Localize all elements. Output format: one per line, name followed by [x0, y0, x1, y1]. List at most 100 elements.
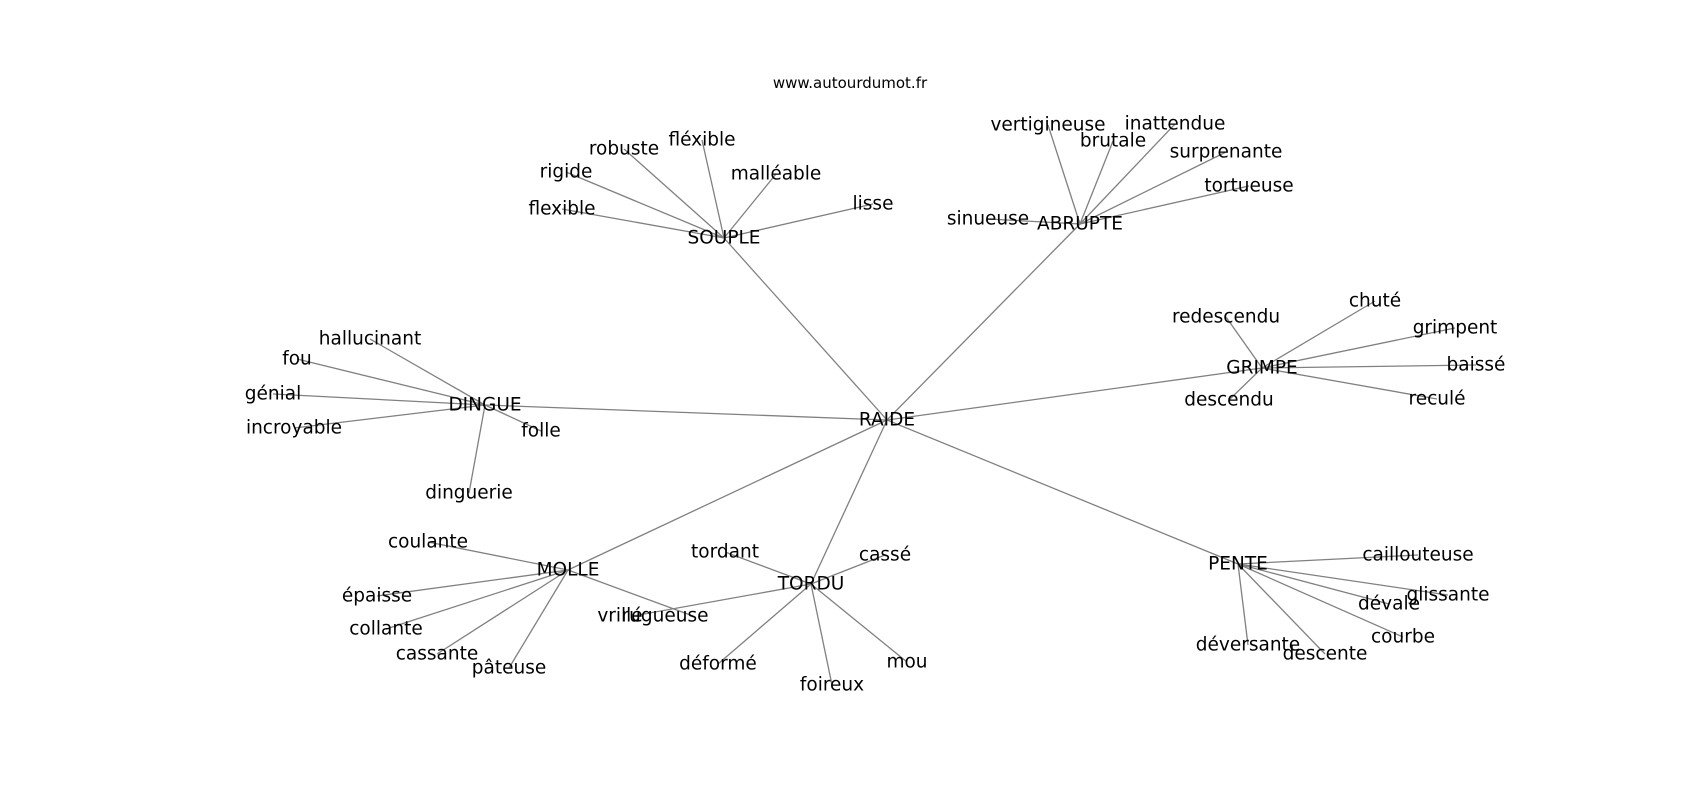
leaf-node-label: coulante: [388, 532, 468, 553]
leaf-node-label: déversante: [1196, 635, 1300, 656]
edge-tordu-leaf: [717, 583, 812, 665]
leaf-node-label: surprenante: [1170, 142, 1283, 163]
leaf-node-label: brutale: [1080, 131, 1146, 152]
edge-root-tordu: [810, 419, 888, 585]
edge-molle-leaf: [508, 569, 569, 669]
edge-root-molle: [567, 419, 888, 571]
edge-abrupte-leaf: [1047, 124, 1081, 225]
edge-abrupte-leaf: [1079, 185, 1250, 225]
hub-node-label: MOLLE: [537, 560, 600, 581]
edge-molle-leaf: [427, 541, 569, 571]
edge-abrupte-leaf: [987, 218, 1081, 225]
leaf-node-label: mou: [886, 652, 927, 673]
leaf-node-label: lisse: [853, 194, 894, 215]
edge-souple-leaf: [565, 171, 725, 239]
leaf-node-label: reculé: [1409, 389, 1466, 410]
edge-molle-leaf: [436, 569, 569, 655]
edge-pente-leaf: [1237, 563, 1249, 646]
leaf-node-label: tortueuse: [1204, 176, 1293, 197]
edge-dingue-leaf: [468, 404, 486, 494]
leaf-node-label: glissante: [1407, 585, 1490, 606]
edge-tordu-leaf: [632, 583, 812, 617]
hub-node-label: SOUPLE: [688, 228, 761, 249]
edge-pente-leaf: [1237, 554, 1419, 565]
leaf-node-label: vertigineuse: [990, 115, 1105, 136]
leaf-node-label: robuste: [589, 139, 659, 160]
leaf-node-label: sinueuse: [947, 209, 1029, 230]
leaf-node-label: vrillé: [597, 606, 642, 627]
leaf-node-label: fléxible: [668, 130, 735, 151]
leaf-node-label: dinguerie: [425, 483, 513, 504]
edge-tordu-leaf: [810, 583, 908, 663]
edge-grimpe-leaf: [1261, 367, 1438, 400]
leaf-node-label: descente: [1283, 644, 1368, 665]
hub-node-label: DINGUE: [448, 395, 521, 416]
leaf-node-label: hallucinant: [319, 329, 421, 350]
leaf-node-label: malléable: [731, 164, 822, 185]
edge-root-grimpe: [886, 367, 1263, 421]
hub-node-label: PENTE: [1208, 554, 1268, 575]
edge-tordu-leaf: [724, 551, 812, 585]
edge-pente-leaf: [1237, 563, 1404, 638]
edge-root-dingue: [484, 404, 888, 421]
edge-root-pente: [886, 419, 1239, 565]
edge-abrupte-leaf: [1079, 123, 1176, 225]
hub-node-label: TORDU: [777, 574, 845, 595]
edge-souple-leaf: [723, 173, 777, 239]
edge-grimpe-leaf: [1261, 300, 1376, 369]
edge-tordu-leaf: [810, 554, 886, 585]
edge-pente-leaf: [1237, 563, 1449, 596]
edge-abrupte-leaf: [1079, 140, 1114, 225]
leaf-node-label: collante: [349, 619, 422, 640]
edge-molle-leaf: [385, 569, 569, 630]
hub-node-label: GRIMPE: [1226, 358, 1297, 379]
leaf-node-label: grimpent: [1413, 318, 1498, 339]
leaf-node-label: pâteuse: [472, 658, 546, 679]
leaf-node-label: cassante: [396, 644, 478, 665]
edge-molle-leaf: [376, 569, 569, 597]
leaf-node-label: rigide: [540, 162, 593, 183]
leaf-node-label: foireux: [800, 675, 864, 696]
edge-pente-leaf: [1237, 563, 1390, 605]
leaf-node-label: génial: [245, 384, 301, 405]
leaf-node-label: incroyable: [246, 418, 342, 439]
edge-grimpe-leaf: [1261, 327, 1456, 369]
edge-abrupte-leaf: [1079, 151, 1227, 225]
edge-dingue-leaf: [484, 404, 542, 432]
edge-souple-leaf: [723, 203, 874, 239]
leaf-node-label: épaisse: [342, 586, 412, 607]
hub-node-label: ABRUPTE: [1037, 214, 1123, 235]
leaf-node-label: chuté: [1349, 291, 1401, 312]
edge-pente-leaf: [1237, 563, 1326, 655]
edge-grimpe-leaf: [1228, 367, 1263, 401]
edge-dingue-leaf: [369, 338, 486, 406]
edge-souple-leaf: [561, 208, 725, 239]
edge-dingue-leaf: [272, 393, 486, 406]
edge-dingue-leaf: [296, 358, 486, 406]
leaf-node-label: tordant: [691, 542, 759, 563]
leaf-node-label: fou: [282, 349, 312, 370]
edge-grimpe-leaf: [1261, 364, 1477, 369]
edge-grimpe-leaf: [1225, 316, 1263, 369]
leaf-node-label: folle: [521, 421, 561, 442]
leaf-node-label: flexible: [528, 199, 595, 220]
leaf-node-label: cassé: [859, 545, 911, 566]
edge-root-abrupte: [886, 223, 1081, 421]
edge-souple-leaf: [701, 139, 725, 239]
graph-edges: [272, 123, 1477, 686]
leaf-node-label: courbe: [1371, 627, 1435, 648]
leaf-node-label: descendu: [1184, 390, 1274, 411]
edge-dingue-leaf: [293, 404, 486, 429]
root-node-label: RAIDE: [859, 410, 915, 431]
leaf-node-label: dévale: [1358, 594, 1420, 615]
site-url-label: www.autourdumot.fr: [772, 74, 928, 92]
leaf-node-label: déformé: [679, 654, 757, 675]
leaf-node-label: inattendue: [1125, 114, 1226, 135]
leaf-node-label: caillouteuse: [1362, 545, 1473, 566]
edge-tordu-leaf: [810, 583, 833, 686]
leaf-node-label: redescendu: [1172, 307, 1280, 328]
leaf-node-label: rugueuse: [622, 606, 709, 627]
edge-souple-leaf: [623, 148, 725, 239]
